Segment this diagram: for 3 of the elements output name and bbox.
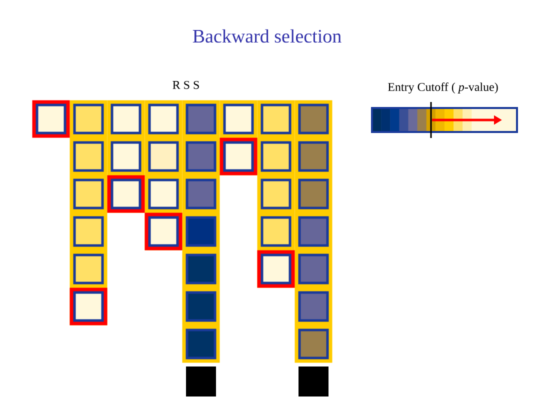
scale-label: Entry Cutoff ( p-value) xyxy=(388,82,498,94)
column-label: R S S xyxy=(172,80,199,90)
title: Backward selection xyxy=(192,29,342,43)
